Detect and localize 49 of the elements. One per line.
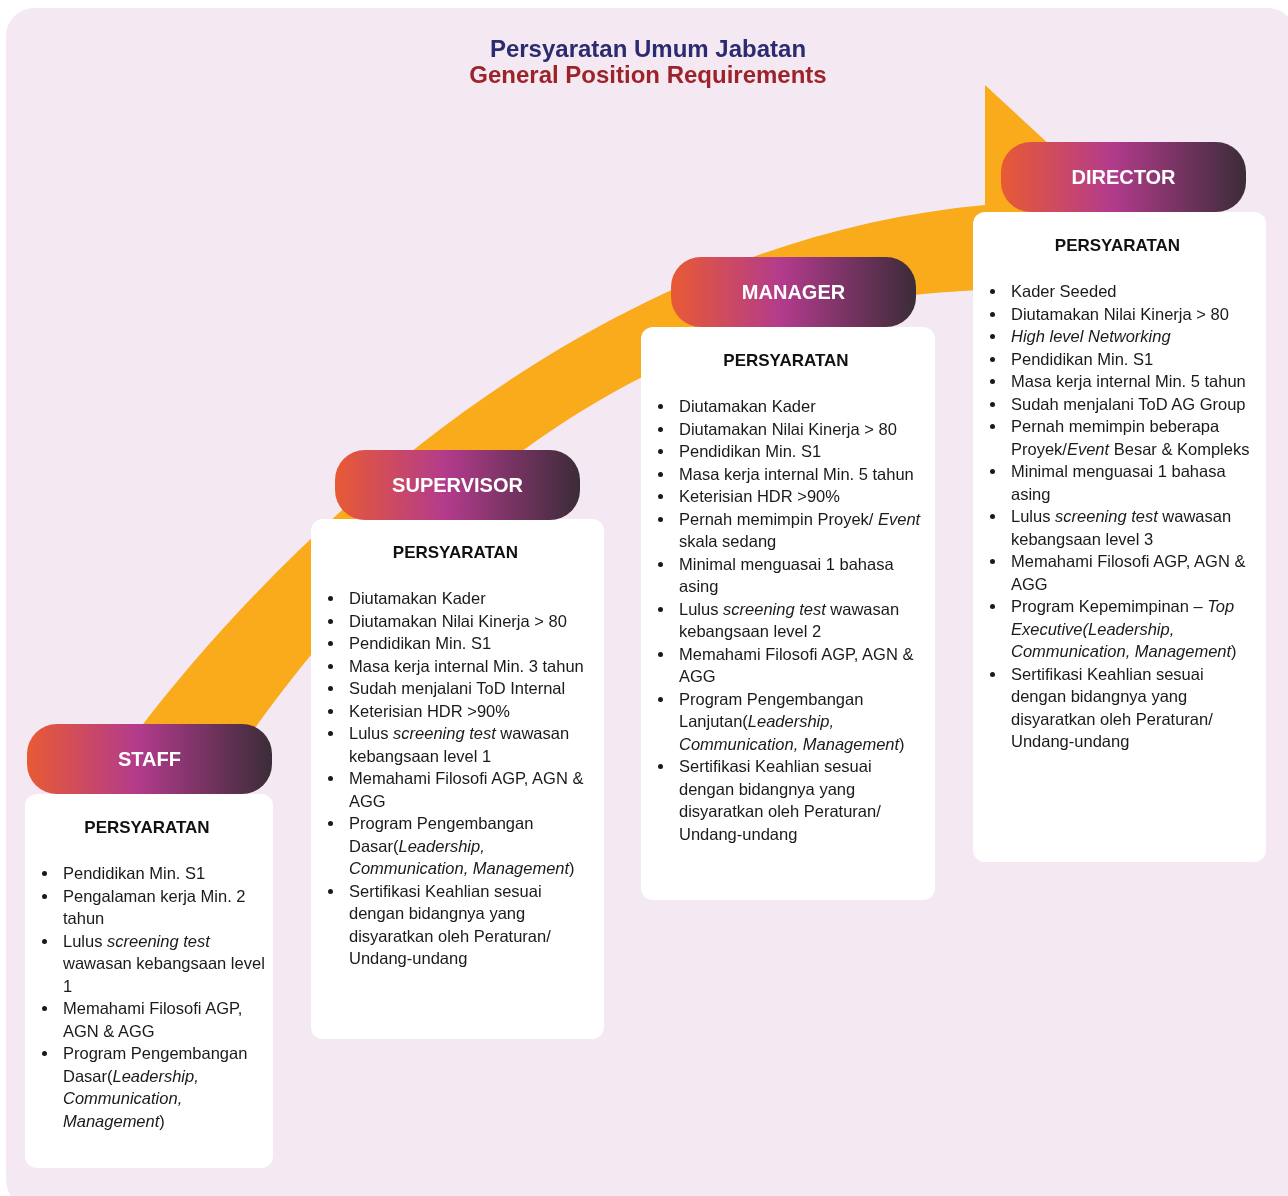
level-pill: MANAGER [671, 257, 916, 327]
list-item: Diutamakan Nilai Kinerja > 80 [349, 611, 567, 630]
list-item: Lulus screening test wawasan kebangsaan level 1 [349, 724, 570, 765]
list-item: Pendidikan Min. S1 [1011, 349, 1154, 368]
requirements-card [25, 794, 273, 1168]
list-item: Masa kerja internal Min. 5 tahun [1011, 372, 1246, 390]
list-item: Diutamakan Kader [679, 397, 816, 415]
list-item: Pendidikan Min. S1 [63, 864, 206, 882]
level-pill: DIRECTOR [1001, 142, 1246, 212]
list-item: Program Pengembangan Dasar(Leadership, Communication, Management) [63, 1044, 248, 1130]
requirements-card [311, 519, 604, 1039]
list-item: Diutamakan Kader [349, 589, 486, 607]
list-item: Diutamakan Nilai Kinerja > 80 [679, 419, 897, 438]
list-item: Lulus screening test wawasan kebangsaan level 1 [63, 931, 265, 995]
list-item: Memahami Filosofi AGP, AGN & AGG [679, 644, 914, 685]
list-item: Kader Seeded [1011, 282, 1117, 300]
list-item: Memahami Filosofi AGP, AGN & AGG [349, 769, 584, 810]
list-item: Sertifikasi Keahlian sesuai dengan bidangnya yang disyaratkan oleh Peraturan/ Undang-undang [1011, 664, 1213, 750]
list-item: Program Pengembangan Lanjutan(Leadership, Communication, Management) [679, 689, 905, 753]
level-pill: STAFF [27, 724, 272, 794]
card-heading: PERSYARATAN [391, 543, 520, 563]
list-item: Pernah memimpin beberapa Proyek/Event Besar & Kompleks [1011, 417, 1250, 458]
subtitle: General Position Requirements [468, 62, 828, 88]
list-item: Memahami Filosofi AGP, AGN & AGG [63, 999, 243, 1040]
list-item: Sudah menjalani ToD Internal [349, 679, 566, 697]
card-heading: PERSYARATAN [1053, 236, 1182, 256]
requirements-card [973, 212, 1266, 862]
list-item: Program Kepemimpinan – Top Executive(Leadership, Communication, Management) [1011, 597, 1237, 660]
list-item: Pernah memimpin Proyek/ Event skala sedang [679, 509, 921, 550]
list-item: Sertifikasi Keahlian sesuai dengan bidangnya yang disyaratkan oleh Peraturan/ Undang-undang [349, 881, 551, 967]
list-item: Diutamakan Nilai Kinerja > 80 [1011, 304, 1229, 323]
card-heading: PERSYARATAN [722, 351, 850, 371]
list-item: Pendidikan Min. S1 [349, 634, 492, 652]
title: Persyaratan Umum Jabatan [488, 36, 808, 62]
list-item: Lulus screening test wawasan kebangsaan level 2 [679, 599, 900, 640]
list-item: High level Networking [1011, 327, 1171, 345]
list-item: Keterisian HDR >90% [349, 701, 510, 720]
level-pill: SUPERVISOR [335, 450, 580, 520]
list-item: Program Pengembangan Dasar(Leadership, Communication, Management) [349, 814, 575, 877]
list-item: Masa kerja internal Min. 5 tahun [679, 464, 914, 483]
list-item: Lulus screening test wawasan kebangsaan level 3 [1011, 507, 1232, 548]
list-item: Pendidikan Min. S1 [679, 442, 822, 460]
list-item: Masa kerja internal Min. 3 tahun [349, 656, 584, 675]
list-item: Sudah menjalani ToD AG Group [1011, 394, 1246, 413]
list-item: Sertifikasi Keahlian sesuai dengan bidangnya yang disyaratkan oleh Peraturan/ Undang-undang [679, 757, 881, 843]
list-item: Keterisian HDR >90% [679, 487, 840, 505]
requirements-card [641, 327, 935, 900]
card-heading: PERSYARATAN [83, 818, 211, 838]
list-item: Memahami Filosofi AGP, AGN & AGG [1011, 552, 1246, 593]
